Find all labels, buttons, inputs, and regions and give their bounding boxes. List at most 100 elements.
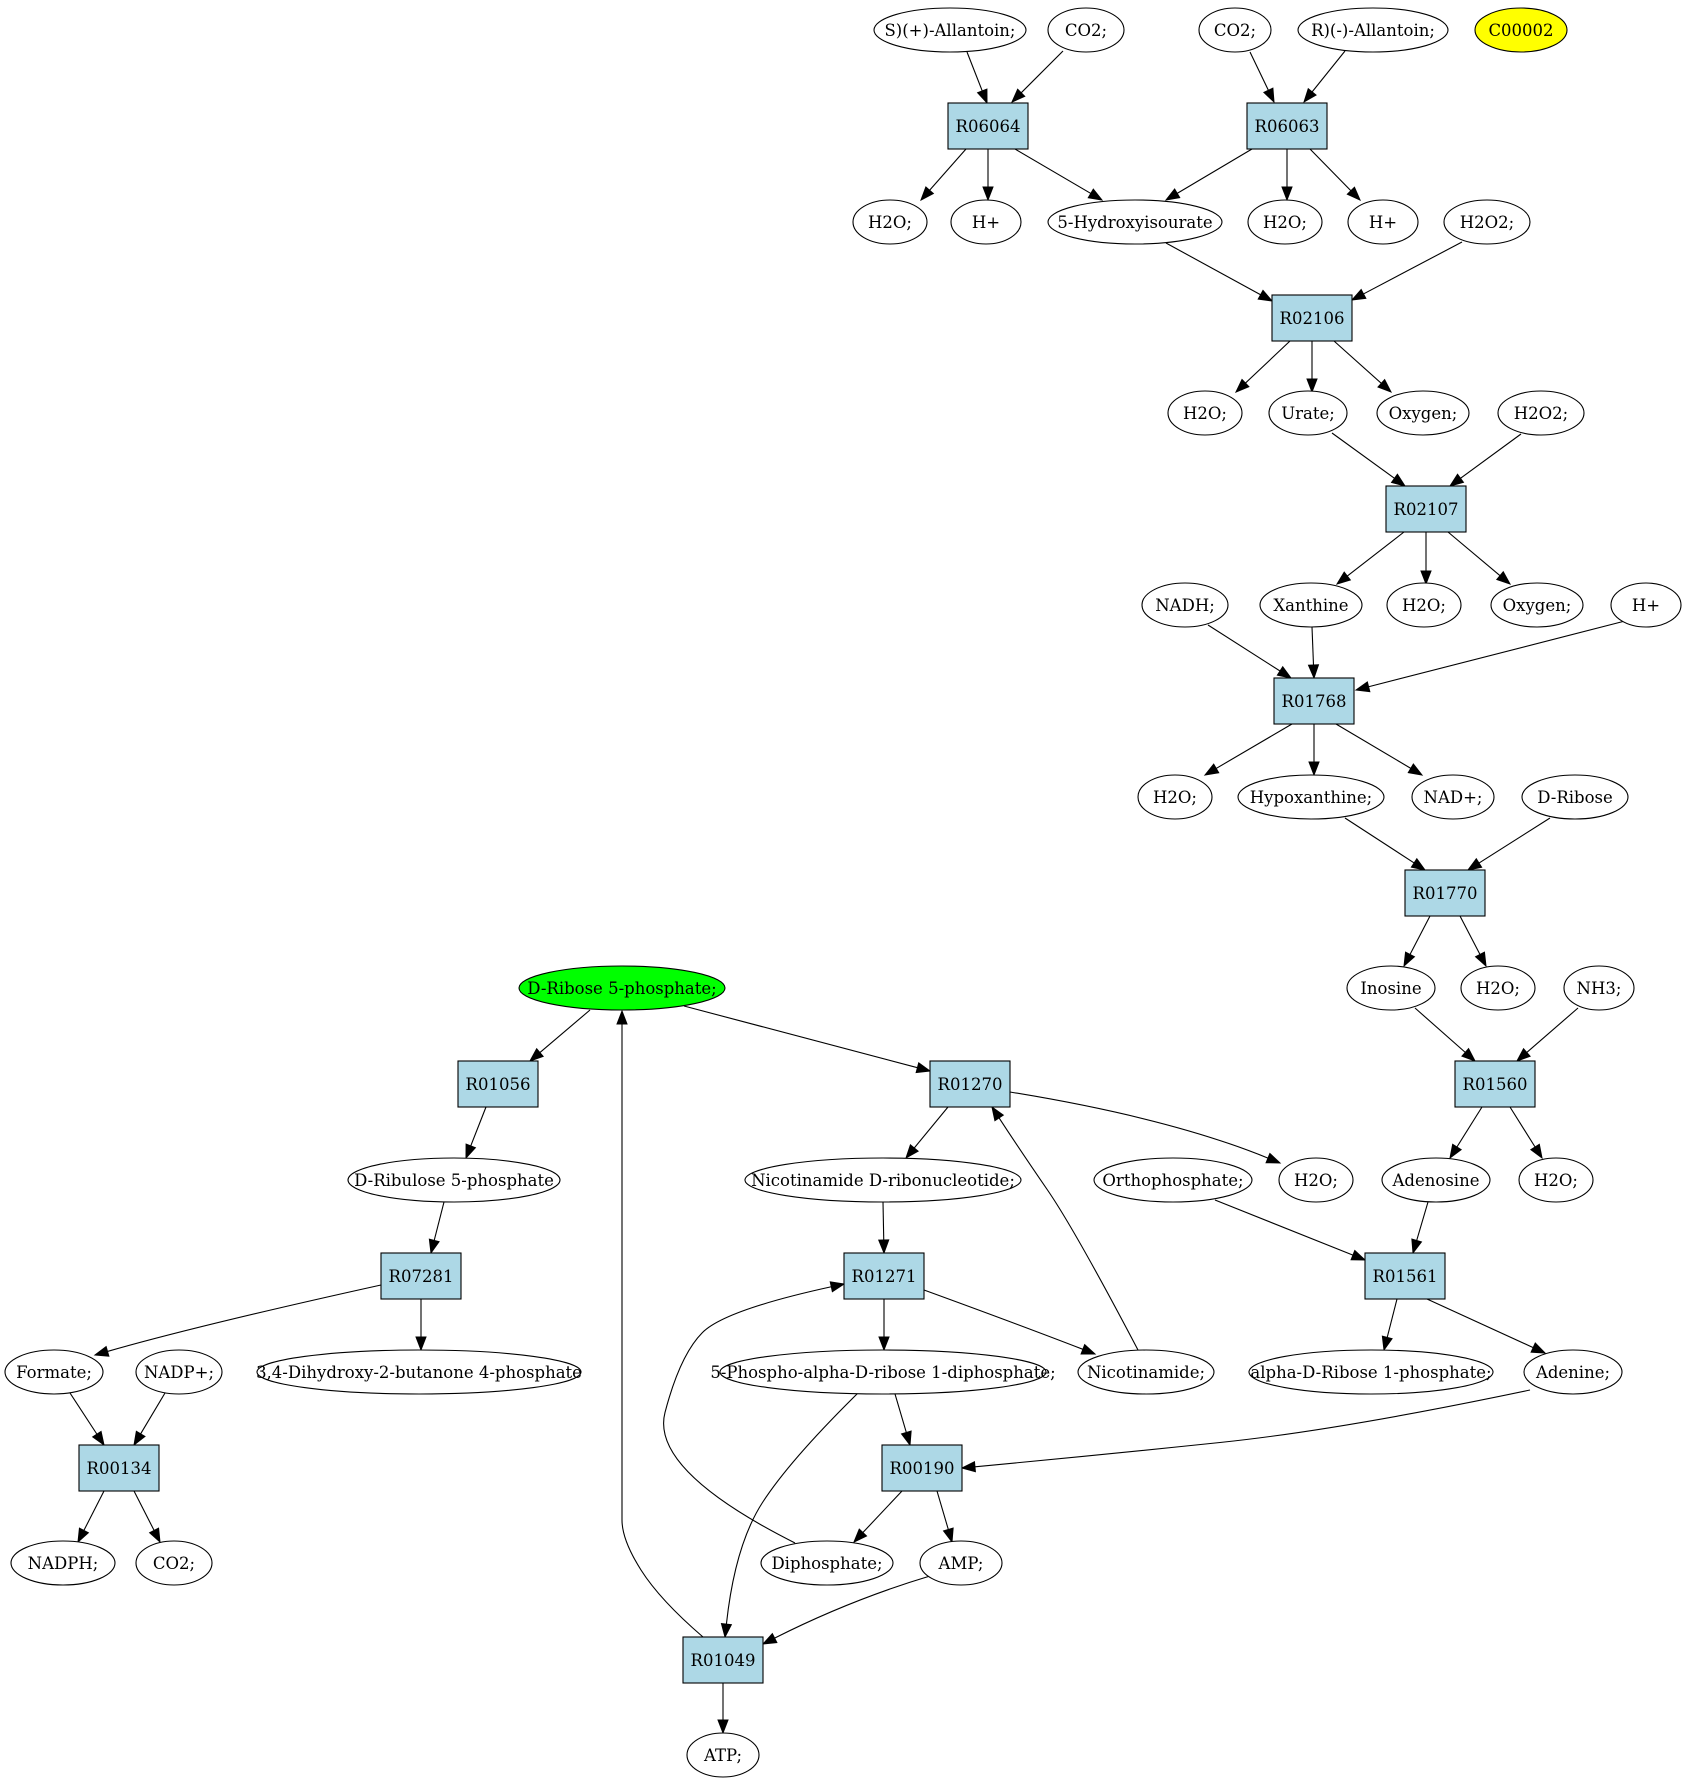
edge-R02106-to-h2o_c [1245,340,1291,384]
arrowhead-xanthine-to-R01768 [1307,664,1320,680]
compound-label: H+ [972,213,1000,232]
compound-label: NH3; [1577,979,1622,998]
compound-label: Diphosphate; [771,1554,882,1573]
compound-ellipse [1077,1349,1215,1395]
reaction-box [1454,1060,1536,1108]
compound-node-h2o2_b: H2O2; [1497,390,1585,436]
compound-label: ATP; [703,1746,742,1765]
compound-ellipse [1278,1157,1354,1203]
reaction-node-r00134: R00134 [78,1444,160,1492]
edge-layer [69,50,1626,1735]
edge-R06064-to-hydroxyisourate [1014,148,1092,194]
compound-node-dribose: D-Ribose [1521,774,1629,820]
compound-ellipse [1268,390,1348,436]
reaction-box [682,1636,764,1684]
reaction-label: R01768 [1282,692,1347,711]
compound-node-nh3: NH3; [1563,965,1635,1011]
compound-ellipse [852,199,928,245]
compound-label: Xanthine [1273,596,1348,615]
compound-ellipse [1247,199,1323,245]
compound-node-co2_c: CO2; [135,1540,213,1586]
arrowhead-R01270-to-nmn [905,1143,920,1160]
arrowhead-co2_b-to-R06063 [1262,87,1275,104]
edge-urate-to-R02107 [1331,432,1395,479]
arrowhead-R01770-to-h2o_f [1474,951,1487,968]
arrowhead-R00134-to-nadph [77,1527,90,1544]
reaction-box [1246,102,1328,150]
compound-node-oxygen_a: Oxygen; [1376,390,1470,436]
arrowhead-R01768-to-h2o_e [1203,763,1220,776]
compound-node-diphosphate: Diphosphate; [760,1540,894,1586]
compound-ellipse [1518,1157,1594,1203]
arrowhead-R01561-to-adenine [1530,1342,1547,1354]
reaction-box [457,1060,539,1108]
compound-node-hplus_c: H+ [1610,582,1682,628]
compound-ellipse [1137,774,1213,820]
compound-ellipse [1167,390,1243,436]
reaction-node-r01561: R01561 [1364,1252,1446,1300]
arrowhead-hplus_c-to-R01768 [1354,681,1371,693]
reaction-label: R02107 [1394,500,1459,519]
compound-ellipse [873,7,1027,53]
arrowhead-R06063-to-hydroxyisourate [1164,188,1181,201]
arrowhead-nadh-to-R01768 [1276,665,1293,679]
compound-label: C00002 [1488,21,1553,40]
compound-label: Oxygen; [1389,404,1458,423]
edge-nh3-to-R01560 [1526,1007,1579,1053]
compound-ellipse [1347,199,1419,245]
arrowhead-R06064-to-hplus_a [982,186,994,202]
compound-label: R)(-)-Allantoin; [1311,21,1435,40]
edge-co2_b-to-R06063 [1249,51,1269,91]
arrowhead-R01561-to-r1p [1381,1335,1393,1352]
compound-node-allantoin_s: S)(+)-Allantoin; [873,7,1027,53]
arrowhead-inosine-to-R01560 [1461,1047,1477,1062]
compound-node-co2_b: CO2; [1198,7,1272,53]
compound-ellipse [1386,582,1462,628]
arrowhead-R01271-to-nicotinamide [1080,1343,1097,1355]
compound-label: H2O; [1263,213,1307,232]
arrowhead-co2_a-to-R06064 [1011,88,1026,103]
arrowhead-R01271-to-prpp [878,1336,890,1352]
compound-node-urate: Urate; [1268,390,1348,436]
reaction-label: R06064 [956,117,1021,136]
compound-node-oxygen_b: Oxygen; [1490,582,1584,628]
compound-ellipse [1047,7,1125,53]
arrowhead-R06064-to-hydroxyisourate [1087,188,1104,201]
compound-ellipse [686,1732,760,1778]
edge-R01768-to-h2o_e [1215,723,1293,769]
edge-allantoin_s-to-R06064 [966,51,983,92]
compound-node-amp: AMP; [919,1540,1003,1586]
reaction-label: R07281 [389,1267,454,1286]
reaction-node-r02107: R02107 [1385,485,1467,533]
reaction-node-r01560: R01560 [1454,1060,1536,1108]
compound-node-inosine: Inosine [1346,965,1436,1011]
compound-node-h2o_h: H2O; [1518,1157,1594,1203]
edge-allantoin_r-to-R06063 [1311,50,1346,93]
arrowhead-orthophosphate-to-R01561 [1350,1249,1367,1261]
reaction-label: R01056 [466,1075,531,1094]
compound-label: H+ [1369,213,1397,232]
arrowhead-nadpplus-to-R00134 [133,1430,146,1447]
arrowhead-R00190-to-diphosphate [853,1528,868,1544]
compound-ellipse [760,1540,894,1586]
edge-hypoxanthine-to-R01770 [1344,817,1415,864]
reaction-node-r01768: R01768 [1273,677,1355,725]
compound-node-nadplus: NAD+; [1411,774,1495,820]
compound-label: H2O; [1476,979,1520,998]
compound-ellipse [1610,582,1682,628]
compound-label: H2O; [1402,596,1446,615]
compound-ellipse [1474,7,1568,53]
compound-ellipse [719,1349,1047,1395]
edge-R00134-to-nadph [83,1490,105,1531]
compound-node-nicotinamide: Nicotinamide; [1077,1349,1215,1395]
compound-node-ru5p: D-Ribulose 5-phosphate [347,1157,561,1203]
reaction-box [947,102,1029,150]
edge-R01561-to-r1p [1386,1298,1398,1338]
compound-node-co2_a: CO2; [1047,7,1125,53]
reaction-node-r07281: R07281 [380,1252,462,1300]
edge-xanthine-to-R01768 [1311,626,1315,666]
arrowhead-r5p-to-R01270 [915,1062,932,1074]
compound-label: NADP+; [144,1363,214,1382]
compound-node-h2o_a: H2O; [852,199,928,245]
reaction-node-r01049: R01049 [682,1636,764,1684]
